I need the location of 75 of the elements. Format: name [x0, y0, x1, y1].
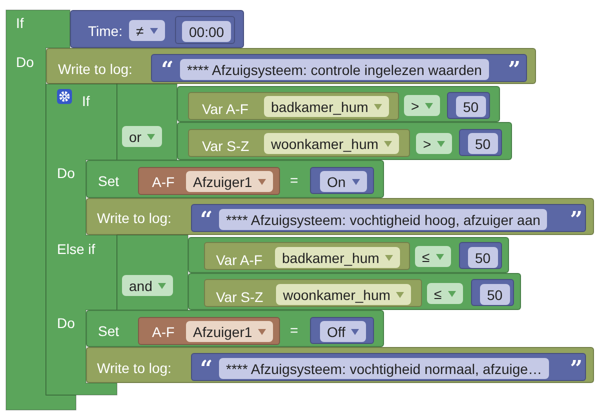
- quote-mark: ”: [570, 357, 583, 381]
- dropdown: On: [320, 171, 367, 192]
- state-block: [310, 317, 374, 344]
- comparison-block: [188, 273, 521, 310]
- value-field: **** Afzuigsysteem: controle ingelezen waarden: [180, 59, 489, 80]
- block-label: Var S-Z: [202, 137, 250, 156]
- value-field: 00:00: [182, 21, 232, 42]
- text-value-block: [151, 54, 527, 82]
- number-block: [459, 242, 502, 269]
- variable-block: [204, 242, 410, 270]
- value-field: 50: [480, 284, 510, 305]
- number-block: [459, 129, 502, 156]
- dropdown: woonkamer_hum: [264, 133, 400, 154]
- block-label: =: [290, 321, 298, 340]
- number-block: [447, 92, 490, 119]
- number-block: [471, 279, 514, 306]
- block-label: If: [16, 14, 24, 33]
- block-label: Write to log:: [97, 209, 172, 228]
- time-value-block: [175, 16, 235, 44]
- block-label: A-F: [152, 173, 175, 192]
- dropdown: ≤: [415, 246, 451, 267]
- block-label: Time:: [88, 22, 122, 41]
- block-label: Else if: [57, 240, 96, 259]
- value-field: 50: [456, 96, 486, 117]
- text-value-block: [191, 353, 586, 381]
- dropdown: or: [122, 126, 162, 147]
- log-block: [86, 198, 594, 235]
- dropdown: badkamer_hum: [264, 96, 390, 117]
- device-block: [138, 167, 280, 195]
- dropdown: Afzuiger1: [186, 321, 274, 342]
- block-label: Set: [98, 172, 120, 191]
- block-label: If: [82, 92, 90, 111]
- block-label: A-F: [152, 323, 175, 342]
- log-block: [46, 48, 536, 84]
- dropdown: Off: [320, 321, 366, 342]
- value-field: **** Afzuigsysteem: vochtigheid normaal, afzuige…: [219, 358, 549, 379]
- block-label: Set: [98, 322, 120, 341]
- dropdown: Afzuiger1: [186, 171, 274, 192]
- block-label: Write to log:: [58, 60, 132, 79]
- set-block: [86, 160, 384, 198]
- quote-mark: “: [200, 208, 213, 232]
- block-label: Var A-F: [216, 251, 262, 270]
- variable-block: [204, 279, 422, 307]
- block-label: Var S-Z: [216, 288, 264, 307]
- time-condition-block: [70, 10, 244, 48]
- dropdown: woonkamer_hum: [276, 284, 412, 305]
- dropdown: ≤: [427, 283, 463, 304]
- dropdown: ≠: [129, 20, 165, 41]
- comparison-block: [177, 122, 512, 160]
- device-block: [138, 317, 280, 345]
- variable-block: [188, 129, 410, 157]
- quote-mark: “: [200, 357, 213, 381]
- quote-mark: “: [161, 58, 174, 82]
- block-label: Var A-F: [202, 100, 248, 119]
- quote-mark: ”: [508, 58, 521, 82]
- dropdown: and: [122, 275, 174, 296]
- value-field: **** Afzuigsysteem: vochtigheid hoog, afzuiger aan: [219, 209, 548, 230]
- variable-block: [188, 92, 399, 120]
- log-block: [86, 347, 594, 383]
- dropdown: >: [416, 133, 452, 154]
- comparison-block: [188, 237, 509, 273]
- dropdown: >: [404, 95, 440, 116]
- comparison-block: [177, 86, 500, 122]
- text-value-block: [191, 204, 586, 232]
- block-label: Do: [16, 53, 34, 72]
- set-block: [86, 310, 384, 347]
- quote-mark: ”: [570, 208, 583, 232]
- state-block: [310, 167, 374, 194]
- value-field: 50: [468, 247, 498, 268]
- block-label: Do: [57, 164, 75, 183]
- dropdown: badkamer_hum: [275, 247, 400, 268]
- block-label: Write to log:: [97, 359, 172, 378]
- block-label: =: [290, 171, 298, 190]
- value-field: 50: [468, 133, 498, 154]
- block-label: Do: [57, 314, 75, 333]
